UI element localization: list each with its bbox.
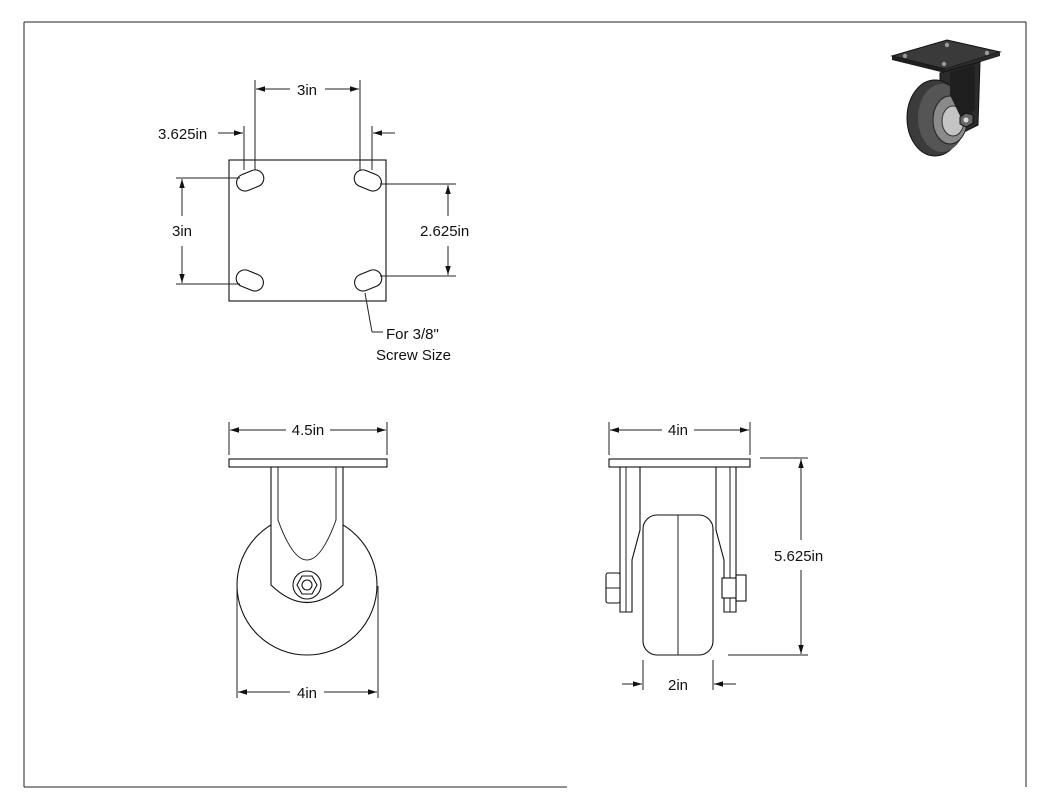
slot-bottom-right bbox=[354, 269, 383, 292]
dim-side-height: 5.625in bbox=[728, 457, 823, 656]
side-axle bbox=[605, 572, 747, 604]
slot-bottom-left bbox=[235, 269, 264, 292]
front-fork bbox=[270, 466, 344, 604]
dim-top-hole-spacing-x: 3in bbox=[254, 80, 361, 170]
dim-side-wheel-width: 2in bbox=[622, 660, 736, 694]
side-fork bbox=[619, 466, 737, 613]
dim-front-plate-width: 4.5in bbox=[228, 422, 388, 455]
side-plate bbox=[608, 458, 751, 468]
dim-label: 2.625in bbox=[420, 223, 469, 240]
front-plate bbox=[228, 458, 388, 468]
dim-label: 2in bbox=[668, 677, 688, 694]
drawing-border bbox=[23, 21, 1027, 788]
note-line-1: For 3/8" bbox=[386, 326, 439, 343]
dim-label: 3in bbox=[172, 223, 192, 240]
caster-3d-thumbnail-icon bbox=[890, 39, 1002, 157]
axle-nut bbox=[292, 570, 322, 600]
dim-front-wheel-diameter: 4in bbox=[236, 586, 379, 702]
screw-size-note: For 3/8" Screw Size bbox=[364, 292, 451, 364]
dim-top-hole-spacing-y: 3in bbox=[172, 177, 240, 285]
slot-top-right bbox=[353, 169, 382, 192]
dim-top-plate-edge: 3.625in bbox=[158, 126, 395, 170]
dim-label: 3.625in bbox=[158, 126, 207, 143]
dim-label: 4in bbox=[668, 422, 688, 439]
dim-label: 3in bbox=[297, 82, 317, 99]
mounting-slots bbox=[235, 169, 383, 292]
front-view: 4.5in 4in bbox=[228, 422, 388, 702]
dim-label: 4in bbox=[297, 685, 317, 702]
side-view: 4in 5.625in 2in bbox=[605, 422, 823, 694]
note-line-2: Screw Size bbox=[376, 347, 451, 364]
dim-side-plate-width: 4in bbox=[608, 422, 751, 455]
dim-label: 4.5in bbox=[292, 422, 325, 439]
top-view: 3in 3.625in 3in 2.625in bbox=[158, 80, 469, 364]
dim-top-slot-span: 2.625in bbox=[380, 183, 469, 277]
slot-top-left bbox=[236, 169, 265, 192]
dim-label: 5.625in bbox=[774, 548, 823, 565]
